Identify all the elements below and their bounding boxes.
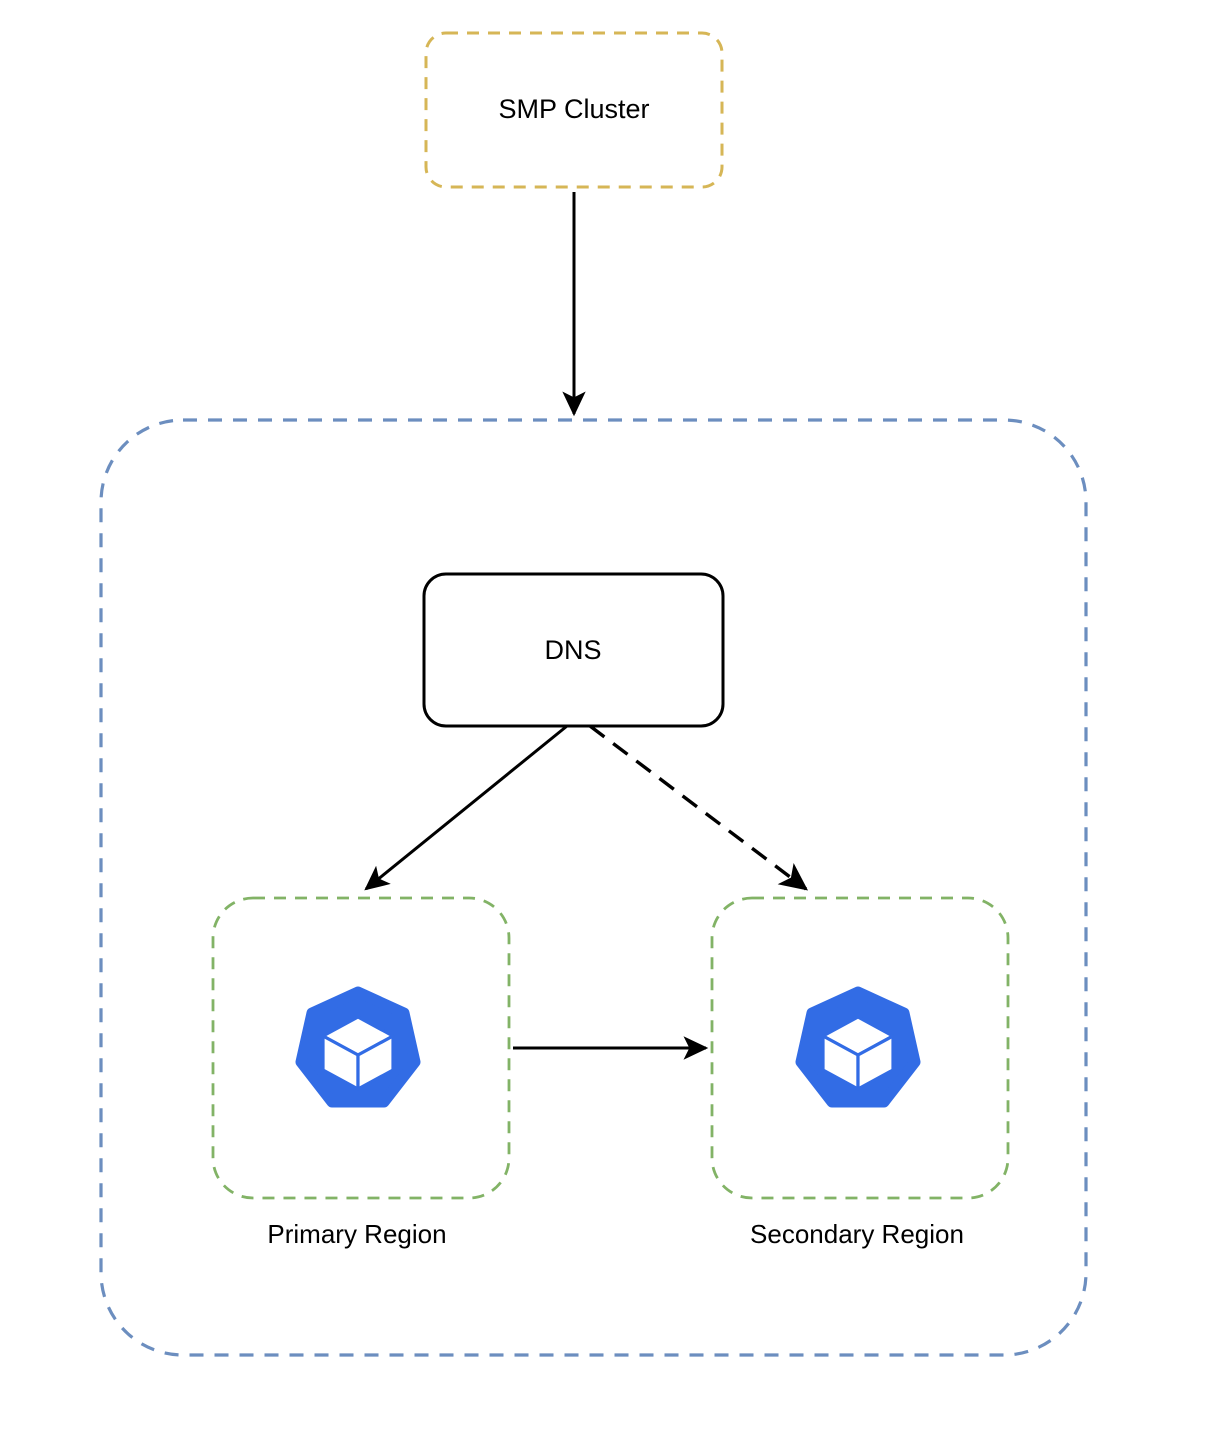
dns-box[interactable] xyxy=(422,572,725,728)
smp-cluster-label: SMP Cluster xyxy=(498,94,649,124)
kubernetes-icon xyxy=(301,992,415,1102)
connector-dns-to-primary xyxy=(364,724,568,891)
smp-cluster-container[interactable]: SMP Cluster xyxy=(424,31,724,189)
dns-label: DNS xyxy=(544,635,601,665)
primary-region-container[interactable]: Primary Region xyxy=(211,896,511,1249)
primary-region-label: Primary Region xyxy=(267,1219,446,1249)
secondary-region-label: Secondary Region xyxy=(750,1219,964,1249)
connector-dns-to-secondary xyxy=(588,724,809,891)
dns-container[interactable]: DNS xyxy=(422,572,725,728)
platform-boundary-box[interactable] xyxy=(99,418,1088,1357)
kubernetes-icon xyxy=(801,992,915,1102)
smp-cluster-box[interactable] xyxy=(424,31,724,189)
secondary-region-container[interactable]: Secondary Region xyxy=(710,896,1010,1249)
